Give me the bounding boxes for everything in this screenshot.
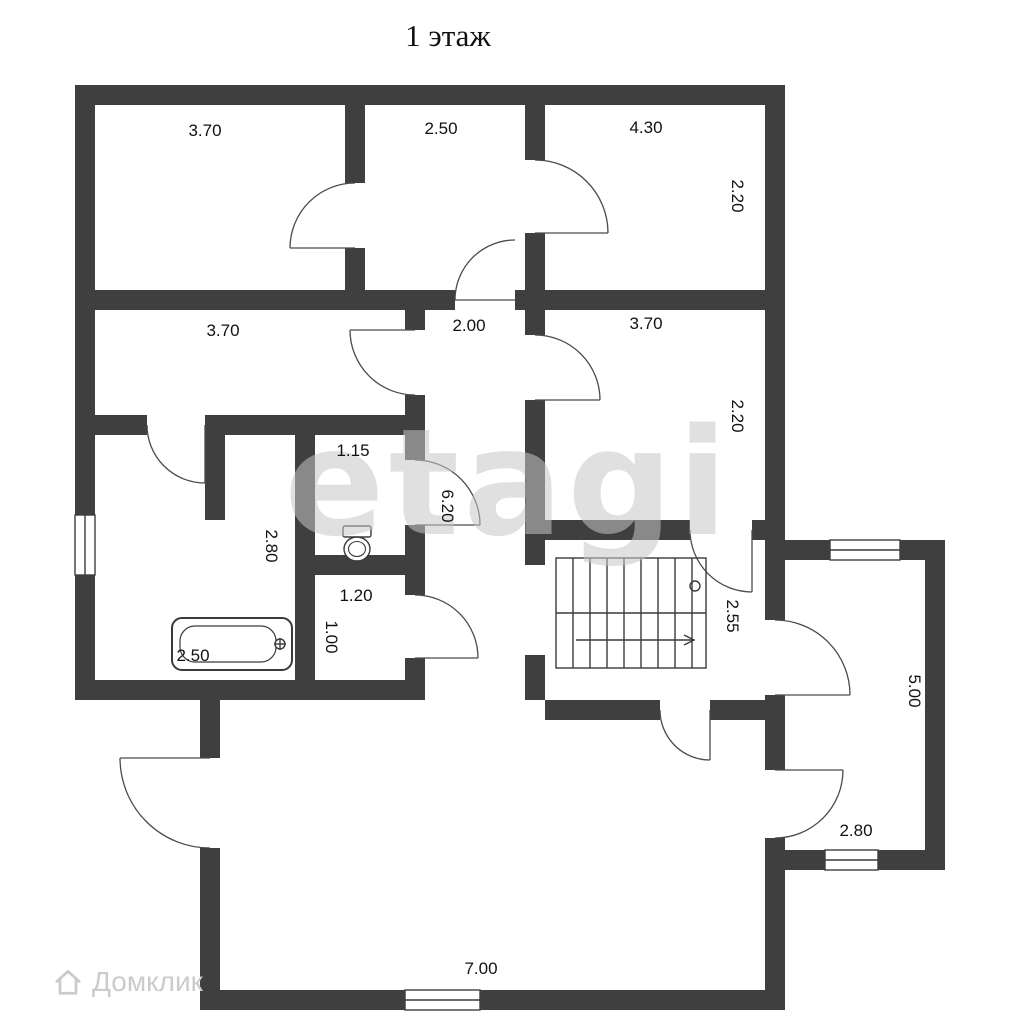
wall — [525, 400, 545, 565]
dimension-label: 1.15 — [336, 441, 370, 460]
stairs-icon — [555, 557, 707, 669]
wall — [405, 525, 425, 595]
wall — [785, 850, 825, 870]
wall — [75, 575, 95, 700]
dimension-label: 7.00 — [464, 959, 498, 978]
door-arc — [289, 182, 356, 249]
dimension-label: 3.70 — [629, 314, 663, 333]
door-arc — [659, 709, 711, 761]
domclick-watermark: Домклик — [52, 966, 203, 998]
wall — [545, 700, 660, 720]
dimension-label: 3.70 — [188, 121, 222, 140]
wall — [295, 435, 315, 680]
door-arc — [534, 159, 609, 234]
door-arc — [689, 529, 753, 593]
walls — [75, 85, 945, 1010]
door-arc — [534, 334, 601, 401]
wall — [765, 838, 785, 1010]
wall — [525, 310, 545, 335]
wall — [405, 658, 425, 700]
windows — [74, 514, 901, 1011]
wall — [75, 290, 455, 310]
dimension-label: 1.20 — [339, 586, 373, 605]
doors — [119, 159, 851, 849]
wall — [925, 540, 945, 870]
wall — [515, 290, 785, 310]
stairs-post — [689, 580, 701, 592]
wall — [525, 655, 545, 700]
wall — [200, 848, 220, 1010]
wall — [752, 520, 785, 540]
dimension-label: 2.00 — [452, 316, 486, 335]
wall — [878, 850, 945, 870]
toilet-bowl-inner — [347, 540, 367, 558]
door-arc — [119, 757, 211, 849]
dimension-label: 3.70 — [206, 321, 240, 340]
etagi-watermark: etagi — [284, 397, 732, 569]
door-arc — [146, 424, 206, 484]
dimension-label: 4.30 — [629, 118, 663, 137]
dimension-label: 2.20 — [728, 399, 747, 433]
dimension-label: 2.55 — [723, 599, 742, 633]
wall — [545, 520, 690, 540]
wall — [75, 85, 785, 105]
door-arc — [454, 239, 516, 301]
floor-title: 1 этаж — [405, 18, 491, 53]
dimension-label: 5.00 — [905, 674, 924, 708]
dimension-label: 2.50 — [176, 646, 210, 665]
door-arc — [774, 769, 844, 839]
bathtub-icon — [171, 617, 293, 671]
door-arc — [414, 594, 479, 659]
dimension-label: 2.50 — [424, 119, 458, 138]
door-arc — [414, 459, 481, 526]
wall — [75, 680, 425, 700]
wall — [205, 435, 225, 520]
dimension-label: 2.80 — [262, 529, 281, 563]
wall — [205, 415, 425, 435]
wall — [785, 540, 830, 560]
stairs-arrowhead — [683, 634, 696, 646]
wall — [345, 105, 365, 183]
wall — [405, 310, 425, 330]
dimension-label: 6.20 — [438, 489, 457, 523]
toilet-icon — [342, 525, 372, 562]
dimension-label: 2.20 — [728, 179, 747, 213]
wall — [200, 700, 220, 758]
wall — [75, 415, 147, 435]
wall — [765, 85, 785, 545]
wall — [525, 105, 545, 160]
house-icon — [55, 969, 81, 995]
wall — [480, 990, 785, 1010]
domclick-label: Домклик — [92, 966, 203, 997]
wall — [200, 990, 405, 1010]
dimension-label: 1.00 — [322, 620, 341, 654]
wall — [315, 555, 405, 575]
wall — [710, 700, 785, 720]
door-arc — [774, 619, 851, 696]
wall — [765, 545, 785, 620]
dimension-label: 2.80 — [839, 821, 873, 840]
door-arc — [349, 329, 416, 396]
